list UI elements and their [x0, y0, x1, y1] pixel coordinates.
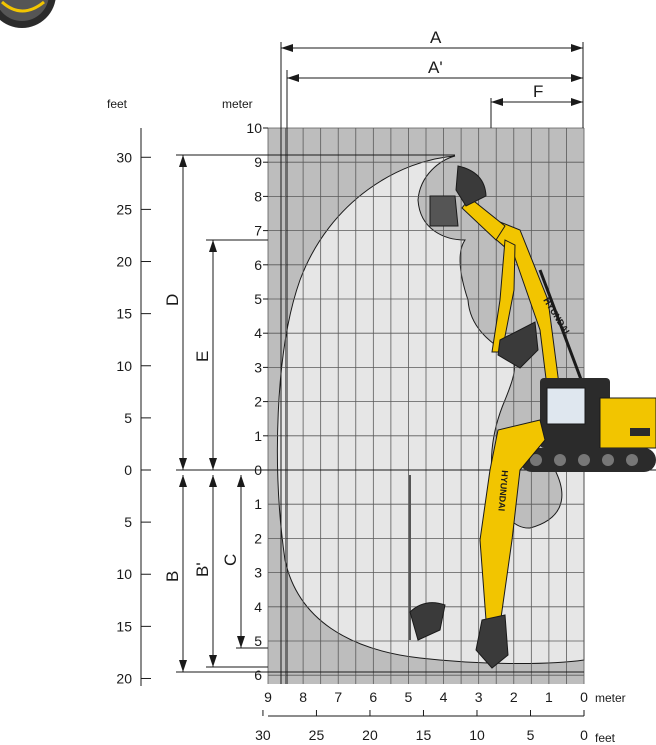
feet-v-label: 30 [116, 149, 132, 165]
dim-label-b: B [163, 571, 182, 582]
meter-v-label: 1 [254, 496, 262, 512]
meter-v-label: 4 [254, 599, 262, 615]
feet-unit-label: feet [107, 97, 128, 111]
meter-v-label: 1 [254, 428, 262, 444]
meter-v-label: 3 [254, 359, 262, 375]
meter-v-label: 8 [254, 188, 262, 204]
arm-brand-text: HYUNDAI [496, 470, 510, 512]
feet-unit-label-bottom: feet [595, 731, 616, 745]
feet-v-label: 20 [116, 670, 132, 686]
feet-h-label: 25 [309, 727, 325, 743]
feet-v-label: 15 [116, 618, 132, 634]
left-dimension-lines [176, 154, 584, 673]
feet-h-label: 10 [469, 727, 485, 743]
left-dimension-arrows [179, 155, 245, 672]
feet-v-label: 20 [116, 254, 132, 270]
meter-v-label: 6 [254, 257, 262, 273]
meter-v-label: 7 [254, 223, 262, 239]
meter-h-label: 6 [369, 689, 377, 705]
meter-h-label: 2 [510, 689, 518, 705]
meter-v-label: 2 [254, 530, 262, 546]
meter-h-label: 4 [440, 689, 448, 705]
top-dimension-lines [280, 42, 584, 684]
feet-v-label: 5 [124, 410, 132, 426]
meter-v-label: 9 [254, 154, 262, 170]
feet-horizontal-ticks: 30 25 20 15 10 5 0 [255, 710, 588, 743]
feet-axis-ticks: 30 25 20 15 10 5 0 5 10 15 20 [116, 149, 151, 686]
dim-label-e: E [193, 351, 212, 362]
corner-logo [0, 0, 56, 28]
dim-label-a-prime: A' [428, 58, 443, 77]
meter-v-label: 3 [254, 565, 262, 581]
feet-h-label: 5 [527, 727, 535, 743]
meter-h-label: 8 [299, 689, 307, 705]
meter-v-label: 5 [254, 633, 262, 649]
meter-h-label: 0 [580, 689, 588, 705]
feet-v-label: 10 [116, 358, 132, 374]
feet-v-label: 0 [124, 462, 132, 478]
meter-h-label: 7 [334, 689, 342, 705]
feet-v-label: 10 [116, 566, 132, 582]
meter-v-label: 10 [246, 120, 262, 136]
feet-v-label: 5 [124, 514, 132, 530]
excavator-upper-boom: HYUNDAI [429, 165, 587, 396]
dim-label-f: F [533, 82, 543, 101]
meter-v-label: 0 [254, 462, 262, 478]
meter-unit-label-bottom: meter [595, 691, 626, 705]
feet-h-label: 30 [255, 727, 271, 743]
meter-v-label: 6 [254, 667, 262, 683]
feet-h-label: 15 [416, 727, 432, 743]
dim-label-c: C [221, 554, 240, 566]
meter-horizontal-labels: 9 8 7 6 5 4 3 2 1 0 [264, 689, 588, 705]
excavator-lower-arm: HYUNDAI [409, 419, 546, 669]
meter-v-label: 2 [254, 394, 262, 410]
feet-v-label: 15 [116, 306, 132, 322]
dim-label-a: A [430, 28, 442, 47]
meter-v-label: 4 [254, 325, 262, 341]
excavator-body [520, 378, 656, 472]
top-dimension-arrows [281, 44, 583, 106]
meter-h-label: 1 [545, 689, 553, 705]
meter-h-label: 5 [405, 689, 413, 705]
meter-unit-label-top: meter [222, 97, 253, 111]
meter-v-label: 5 [254, 291, 262, 307]
feet-v-label: 25 [116, 201, 132, 217]
feet-h-label: 0 [580, 727, 588, 743]
meter-h-label: 9 [264, 689, 272, 705]
feet-h-label: 20 [362, 727, 378, 743]
dim-label-d: D [163, 294, 182, 306]
dim-label-b-prime: B' [193, 562, 212, 577]
meter-h-label: 3 [475, 689, 483, 705]
